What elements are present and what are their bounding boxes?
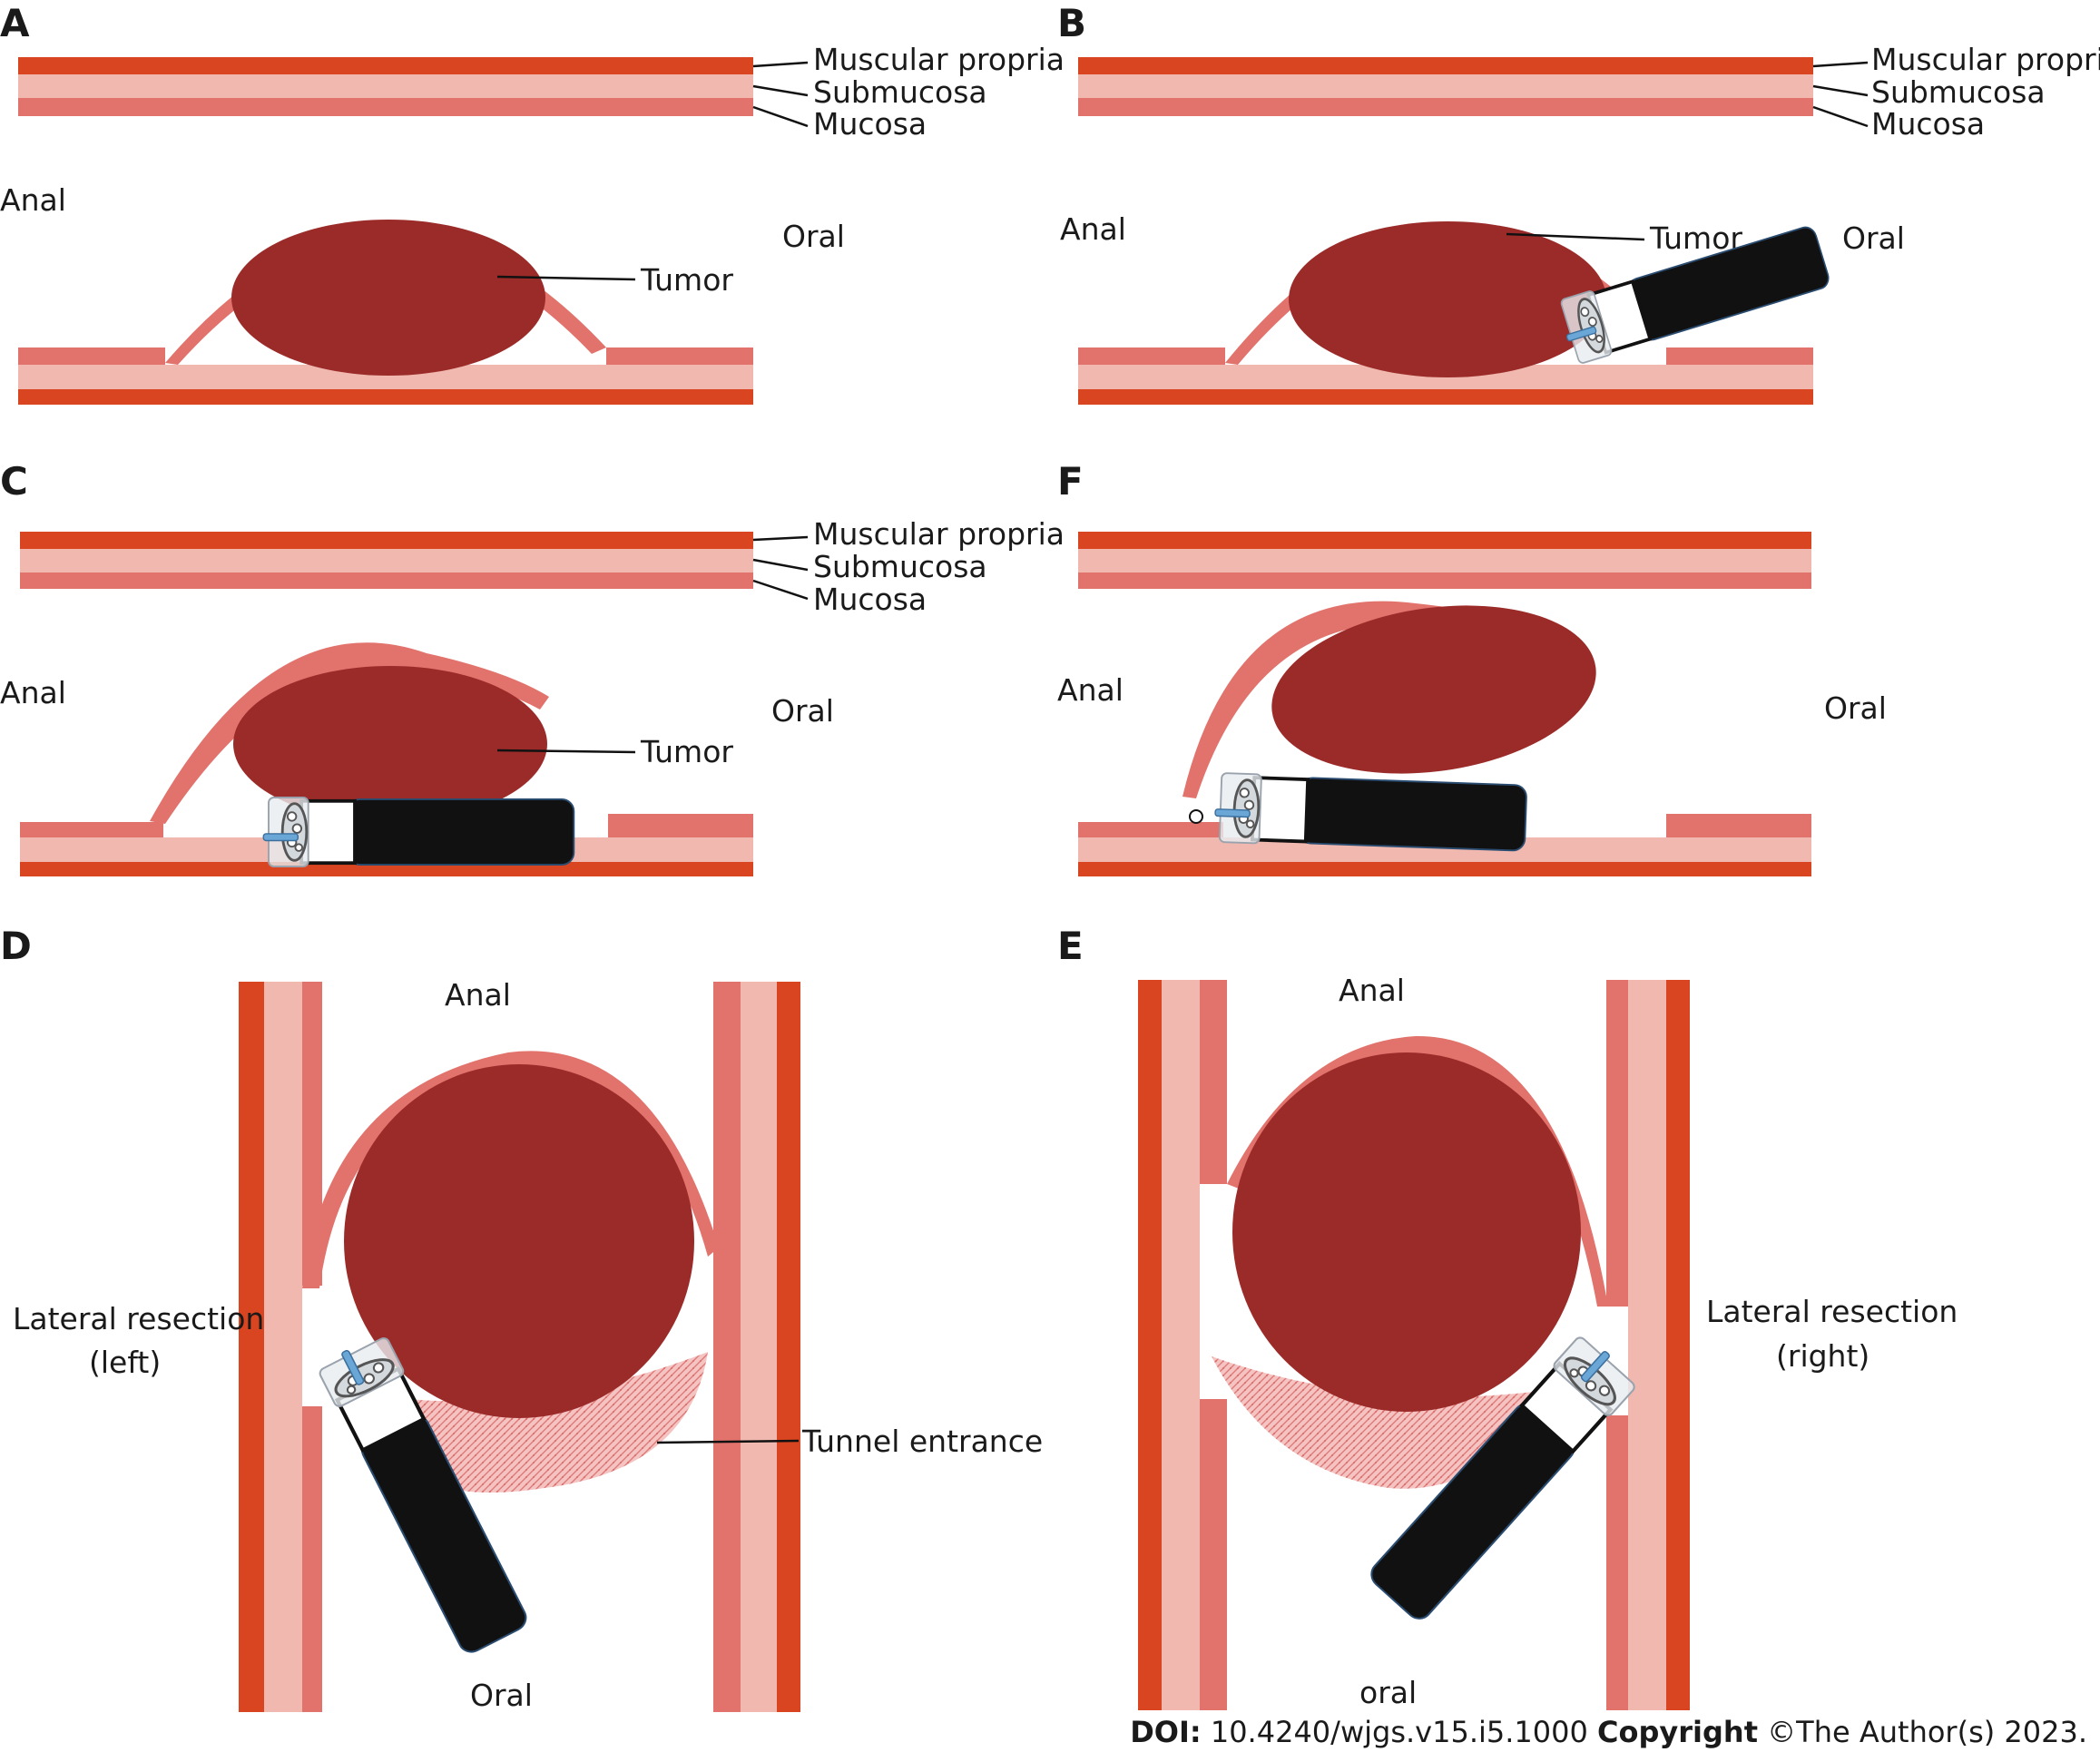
doi-value: 10.4240/wjgs.v15.i5.1000 [1202, 1715, 1597, 1749]
panel-b-label-muscular-propria: Muscular propria [1871, 42, 2100, 77]
panel-c: C Muscular propria Submucosa Mucosa Anal… [0, 459, 1065, 876]
panel-e-label-anal: Anal [1339, 973, 1405, 1008]
panel-c-label-anal: Anal [0, 675, 66, 710]
panel-c-wall-top [20, 532, 753, 589]
panel-e-letter: E [1057, 924, 1084, 968]
panel-d-label-oral: Oral [470, 1678, 533, 1713]
panel-b-label-submucosa: Submucosa [1871, 74, 2046, 110]
panel-f-mucosal-flap [1182, 601, 1561, 798]
panel-a-label-tumor: Tumor [640, 262, 733, 298]
panel-c-label-muscular-propria: Muscular propria [813, 516, 1065, 552]
panel-f-tumor [1271, 605, 1596, 774]
copyright-value: ©The Author(s) 2023. [1758, 1715, 2087, 1749]
panel-e-label-oral: oral [1359, 1675, 1417, 1710]
panel-e-label-lateral-resection: Lateral resection [1706, 1294, 1958, 1329]
panel-d-label-anal: Anal [445, 977, 511, 1013]
panel-d-tumor [344, 1064, 694, 1418]
panel-a-leader-lines [752, 61, 809, 128]
panel-a-label-submucosa: Submucosa [813, 74, 987, 110]
doi-label: DOI: [1130, 1715, 1201, 1749]
panel-e-label-side: (right) [1776, 1338, 1869, 1374]
panel-b-leader-lines [1812, 61, 1869, 128]
panel-d: D Anal Lateral resection (left) Tunnel e… [0, 924, 1043, 1713]
panel-f-endoscope [1212, 770, 1529, 855]
panel-c-wall-bottom [20, 814, 753, 876]
panel-b-label-oral: Oral [1842, 220, 1905, 256]
panel-e-wall-left [1138, 980, 1227, 1710]
panel-b-label-mucosa: Mucosa [1871, 106, 1985, 142]
panel-a-label-muscular-propria: Muscular propria [813, 42, 1065, 77]
panel-c-leader-lines [752, 535, 809, 601]
panel-c-label-tumor: Tumor [640, 734, 733, 769]
panel-c-label-submucosa: Submucosa [813, 549, 987, 584]
panel-d-wall-right [713, 982, 800, 1712]
panel-f-wall-top [1078, 532, 1811, 589]
panel-f-label-anal: Anal [1057, 672, 1124, 708]
panel-d-tunnel-leader [656, 1439, 800, 1444]
panel-a-label-oral: Oral [782, 219, 845, 254]
panel-a-label-anal: Anal [0, 182, 66, 218]
panel-d-label-tunnel-entrance: Tunnel entrance [801, 1424, 1043, 1459]
panel-b-letter: B [1057, 1, 1086, 45]
panel-a: A Muscular propria Submucosa Mucosa Anal… [0, 1, 1065, 405]
panel-e-wall-right [1606, 980, 1690, 1710]
panel-f-knife-tip [1189, 809, 1203, 824]
panel-a-letter: A [0, 1, 30, 45]
panel-c-letter: C [0, 459, 28, 504]
panel-a-tumor [231, 220, 545, 376]
panel-c-label-mucosa: Mucosa [813, 582, 927, 617]
doi-copyright-line: DOI: 10.4240/wjgs.v15.i5.1000 Copyright … [1130, 1715, 2087, 1749]
panel-b-label-tumor: Tumor [1649, 220, 1742, 256]
panel-b: B Muscular propria Submucosa Mucosa Anal… [1057, 1, 2100, 405]
panel-c-tumor [233, 666, 547, 822]
panel-f: F Anal Oral [1057, 459, 1887, 876]
panel-d-letter: D [0, 924, 32, 968]
panel-d-label-side: (left) [89, 1345, 161, 1380]
panel-b-label-anal: Anal [1060, 211, 1126, 247]
panel-e-tumor [1232, 1052, 1581, 1412]
panel-f-label-oral: Oral [1824, 690, 1887, 726]
panel-e: E Anal Lateral resection (right) oral [1057, 924, 1958, 1710]
panel-a-label-mucosa: Mucosa [813, 106, 927, 142]
panel-c-endoscope [261, 796, 576, 868]
panel-b-tumor [1289, 221, 1606, 377]
panel-c-mucosal-flap [150, 642, 549, 824]
panel-b-wall-top [1078, 57, 1813, 116]
panel-d-wall-left [239, 982, 322, 1712]
panel-c-tumor-leader [496, 749, 636, 754]
panel-c-label-oral: Oral [771, 693, 834, 729]
copyright-label: Copyright [1597, 1715, 1758, 1749]
panel-d-label-lateral-resection: Lateral resection [13, 1301, 264, 1336]
panel-a-tumor-leader [496, 275, 636, 281]
panel-f-wall-bottom [1078, 814, 1811, 876]
panel-a-wall-top [18, 57, 753, 116]
panel-d-tunnel-entrance [390, 1352, 708, 1493]
panel-f-letter: F [1057, 459, 1084, 504]
panel-b-tumor-leader [1506, 232, 1645, 241]
